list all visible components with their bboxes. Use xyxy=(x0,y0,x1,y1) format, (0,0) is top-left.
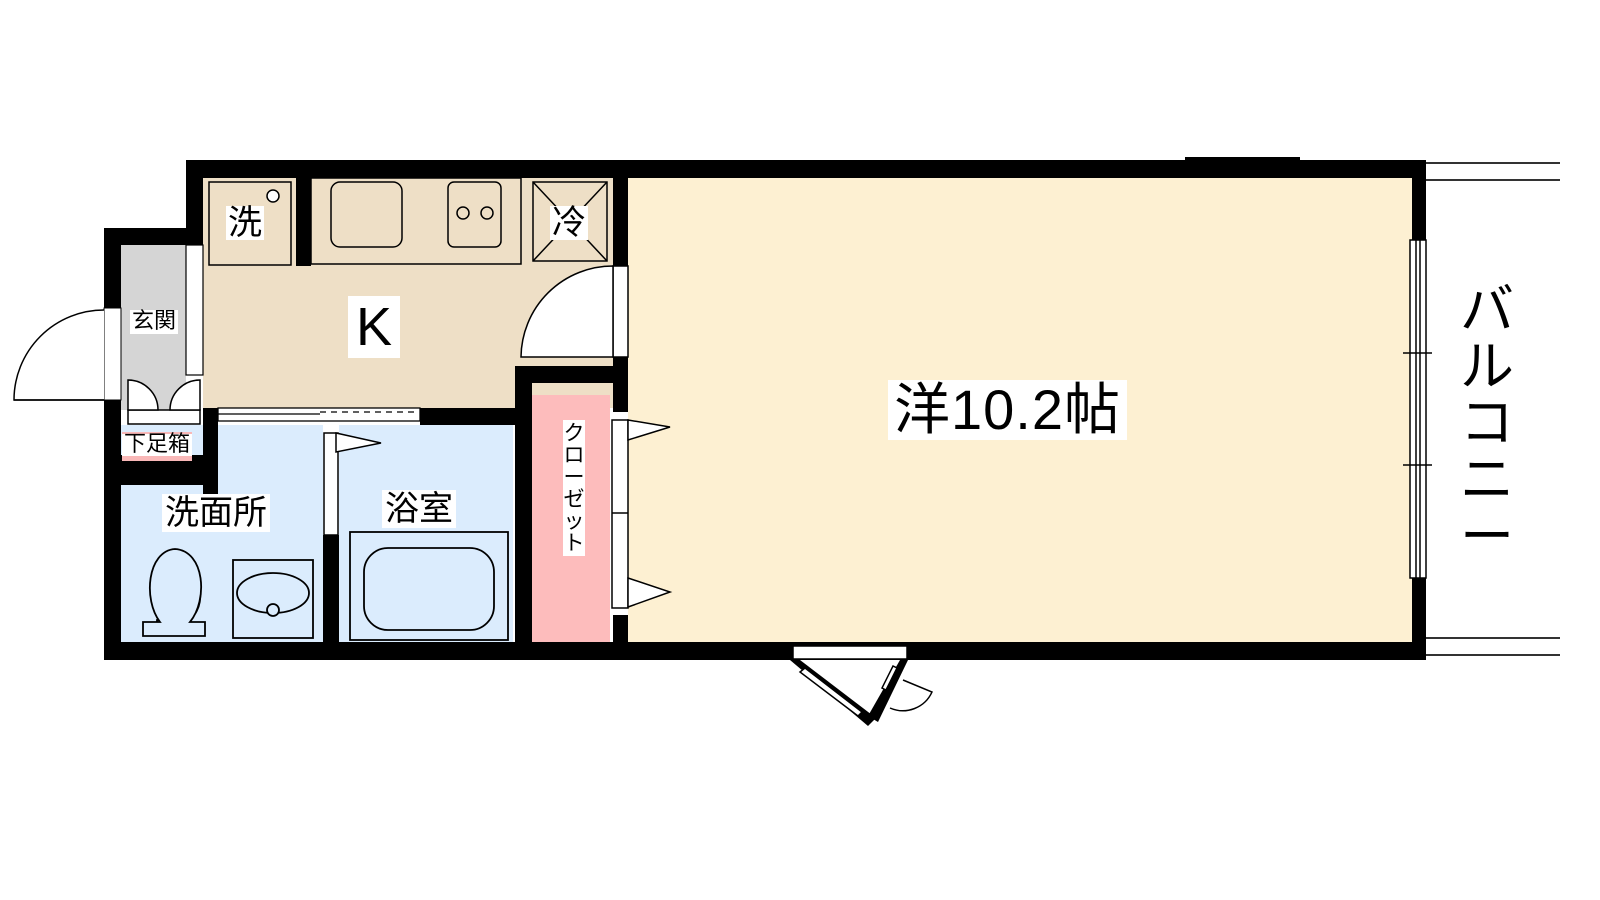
refrigerator-space xyxy=(532,181,608,262)
main-room-label: 洋10.2帖 xyxy=(888,380,1127,440)
bathroom-door[interactable] xyxy=(323,432,382,536)
stove-icon xyxy=(447,181,502,248)
walls xyxy=(104,157,1426,660)
washing-machine-label: 洗 xyxy=(226,203,264,243)
counter xyxy=(310,177,522,265)
entrance-side-panel xyxy=(185,244,204,376)
bathtub-icon xyxy=(349,531,509,641)
kitchen-label: K xyxy=(348,296,401,358)
bathroom-floor xyxy=(339,425,513,642)
room-door[interactable] xyxy=(520,265,629,358)
entrance-label: 玄関 xyxy=(130,309,179,334)
room-fills xyxy=(120,178,1412,642)
refrigerator-label: 冷 xyxy=(550,203,588,243)
wash-basin-icon xyxy=(232,559,314,639)
shoe-box-label: 下足箱 xyxy=(122,432,193,461)
balcony-window[interactable] xyxy=(1403,239,1432,579)
closet-label: クローゼット xyxy=(563,420,585,557)
washroom-fixtures xyxy=(142,548,314,639)
washroom-label: 洗面所 xyxy=(162,494,270,532)
shoe-box-doors[interactable] xyxy=(127,379,201,425)
sink-icon xyxy=(330,181,403,248)
entrance-door[interactable] xyxy=(13,307,122,401)
washing-machine-space xyxy=(208,181,292,266)
bathroom-label: 浴室 xyxy=(382,490,456,528)
washer-drain-icon xyxy=(266,189,280,203)
closet-doors[interactable] xyxy=(611,419,673,609)
bottom-window[interactable] xyxy=(790,645,934,726)
balcony xyxy=(1425,162,1560,656)
balcony-label: バルコニー xyxy=(1460,278,1514,568)
washroom-sliding-door[interactable] xyxy=(217,407,421,422)
